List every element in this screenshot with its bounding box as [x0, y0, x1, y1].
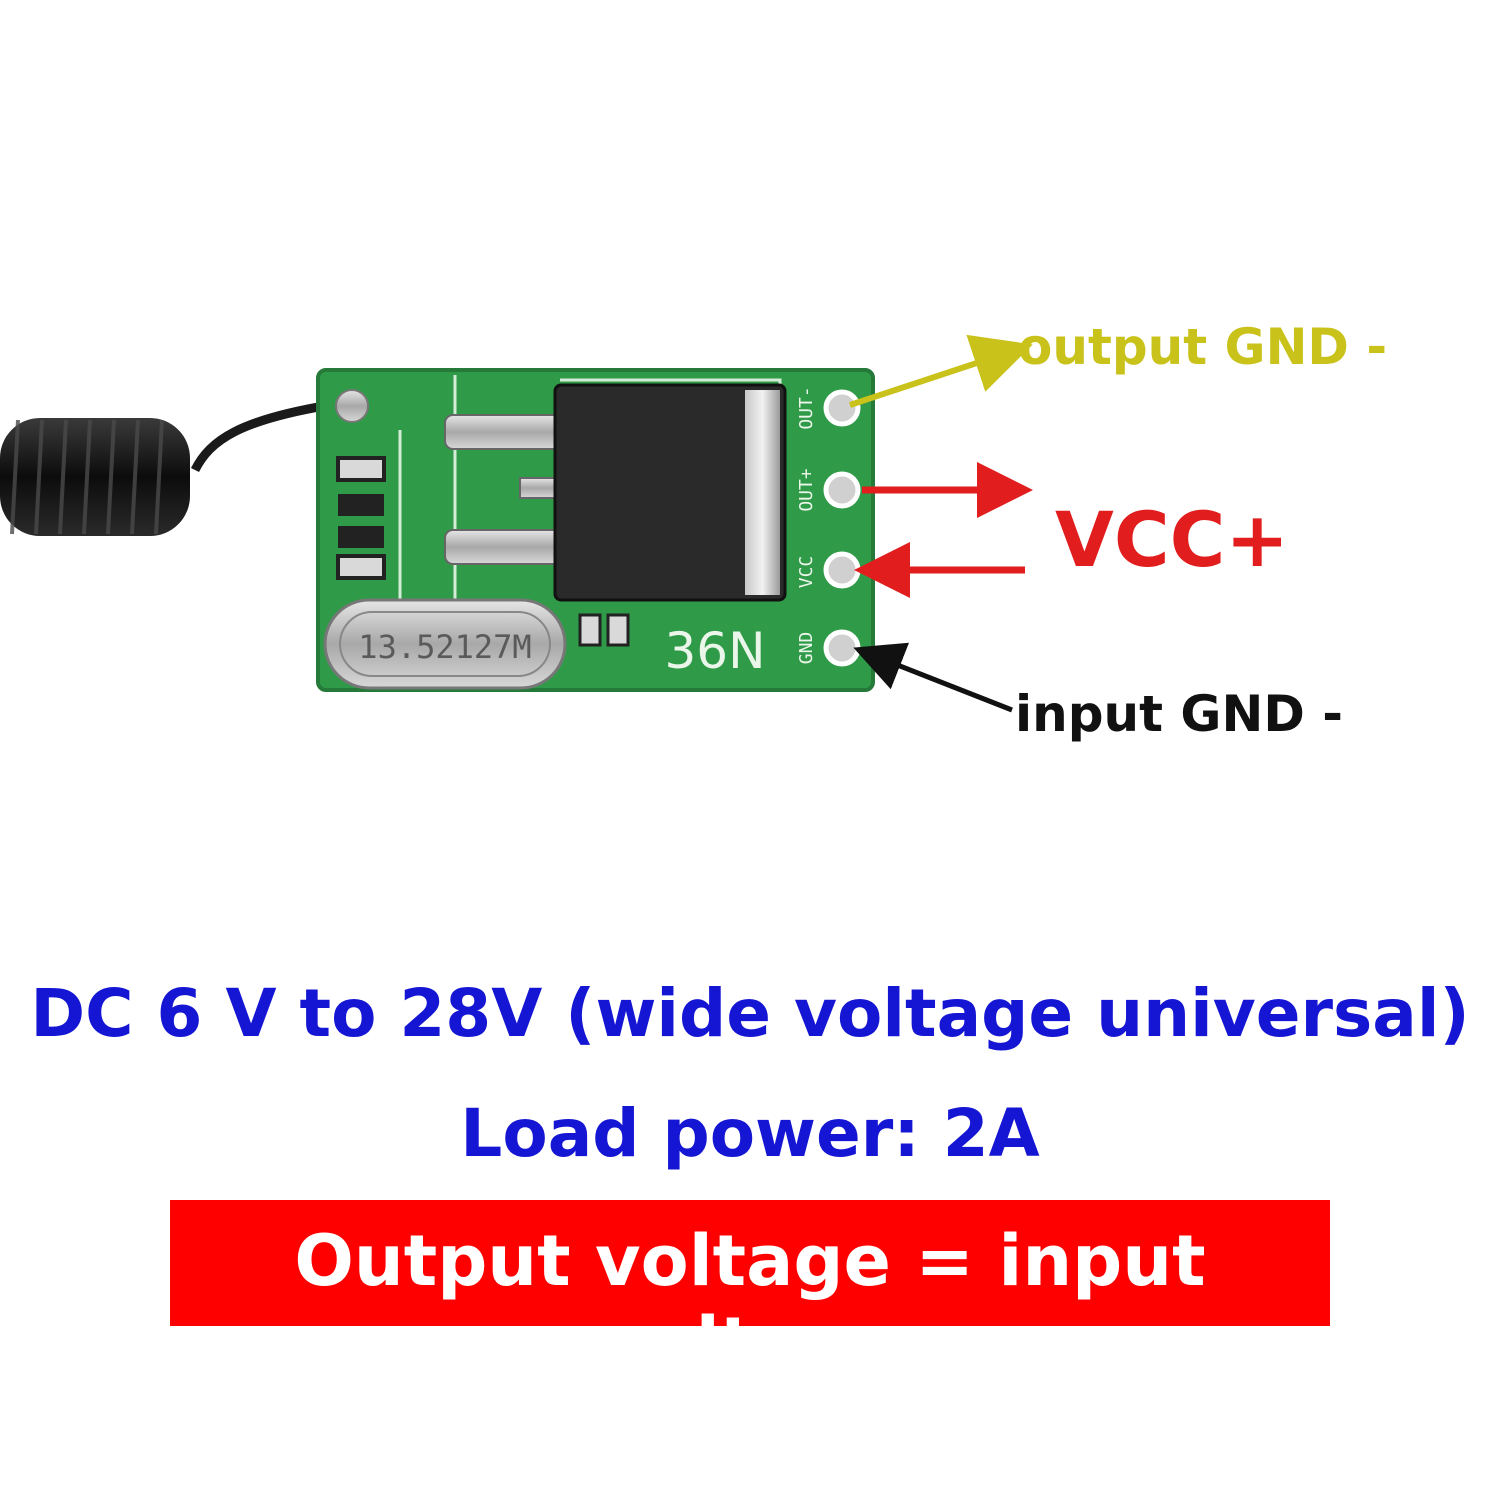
output-gnd-label: output GND - — [1018, 318, 1388, 376]
crystal-oscillator: 13.52127M — [323, 598, 567, 690]
power-transistor — [553, 383, 787, 602]
output-gnd-arrow — [849, 334, 1033, 408]
pin-label-out-minus: OUT- — [796, 386, 817, 429]
board-marking: 36N — [664, 622, 765, 680]
mounting-pad — [335, 389, 369, 423]
voltage-range-text: DC 6 V to 28V (wide voltage universal) — [30, 975, 1470, 1052]
coiled-antenna-cable — [0, 400, 331, 536]
pin-label-vcc: VCC — [796, 556, 817, 589]
input-gnd-label: input GND - — [1015, 685, 1343, 743]
transistor-leads — [444, 414, 566, 565]
vcc-label: VCC+ — [1055, 495, 1290, 584]
pin-vcc — [823, 551, 861, 589]
pin-out-minus — [823, 389, 861, 427]
smd-components — [336, 456, 630, 647]
pin-label-out-plus: OUT+ — [796, 468, 817, 512]
output-voltage-banner: Output voltage = input voltage — [170, 1200, 1330, 1384]
receiver-module-photo: 13.52127M 36N OUT- OUT+ VCC GND — [0, 334, 1033, 713]
input-gnd-arrow — [853, 642, 1013, 713]
pin-gnd — [823, 629, 861, 667]
pin-out-plus — [823, 471, 861, 509]
output-voltage-text: Output voltage = input voltage — [294, 1220, 1206, 1384]
crystal-marking: 13.52127M — [358, 628, 531, 666]
pin-header: OUT- OUT+ VCC GND — [796, 386, 861, 667]
pin-label-gnd: GND — [796, 632, 817, 665]
load-power-text: Load power: 2A — [460, 1095, 1040, 1172]
